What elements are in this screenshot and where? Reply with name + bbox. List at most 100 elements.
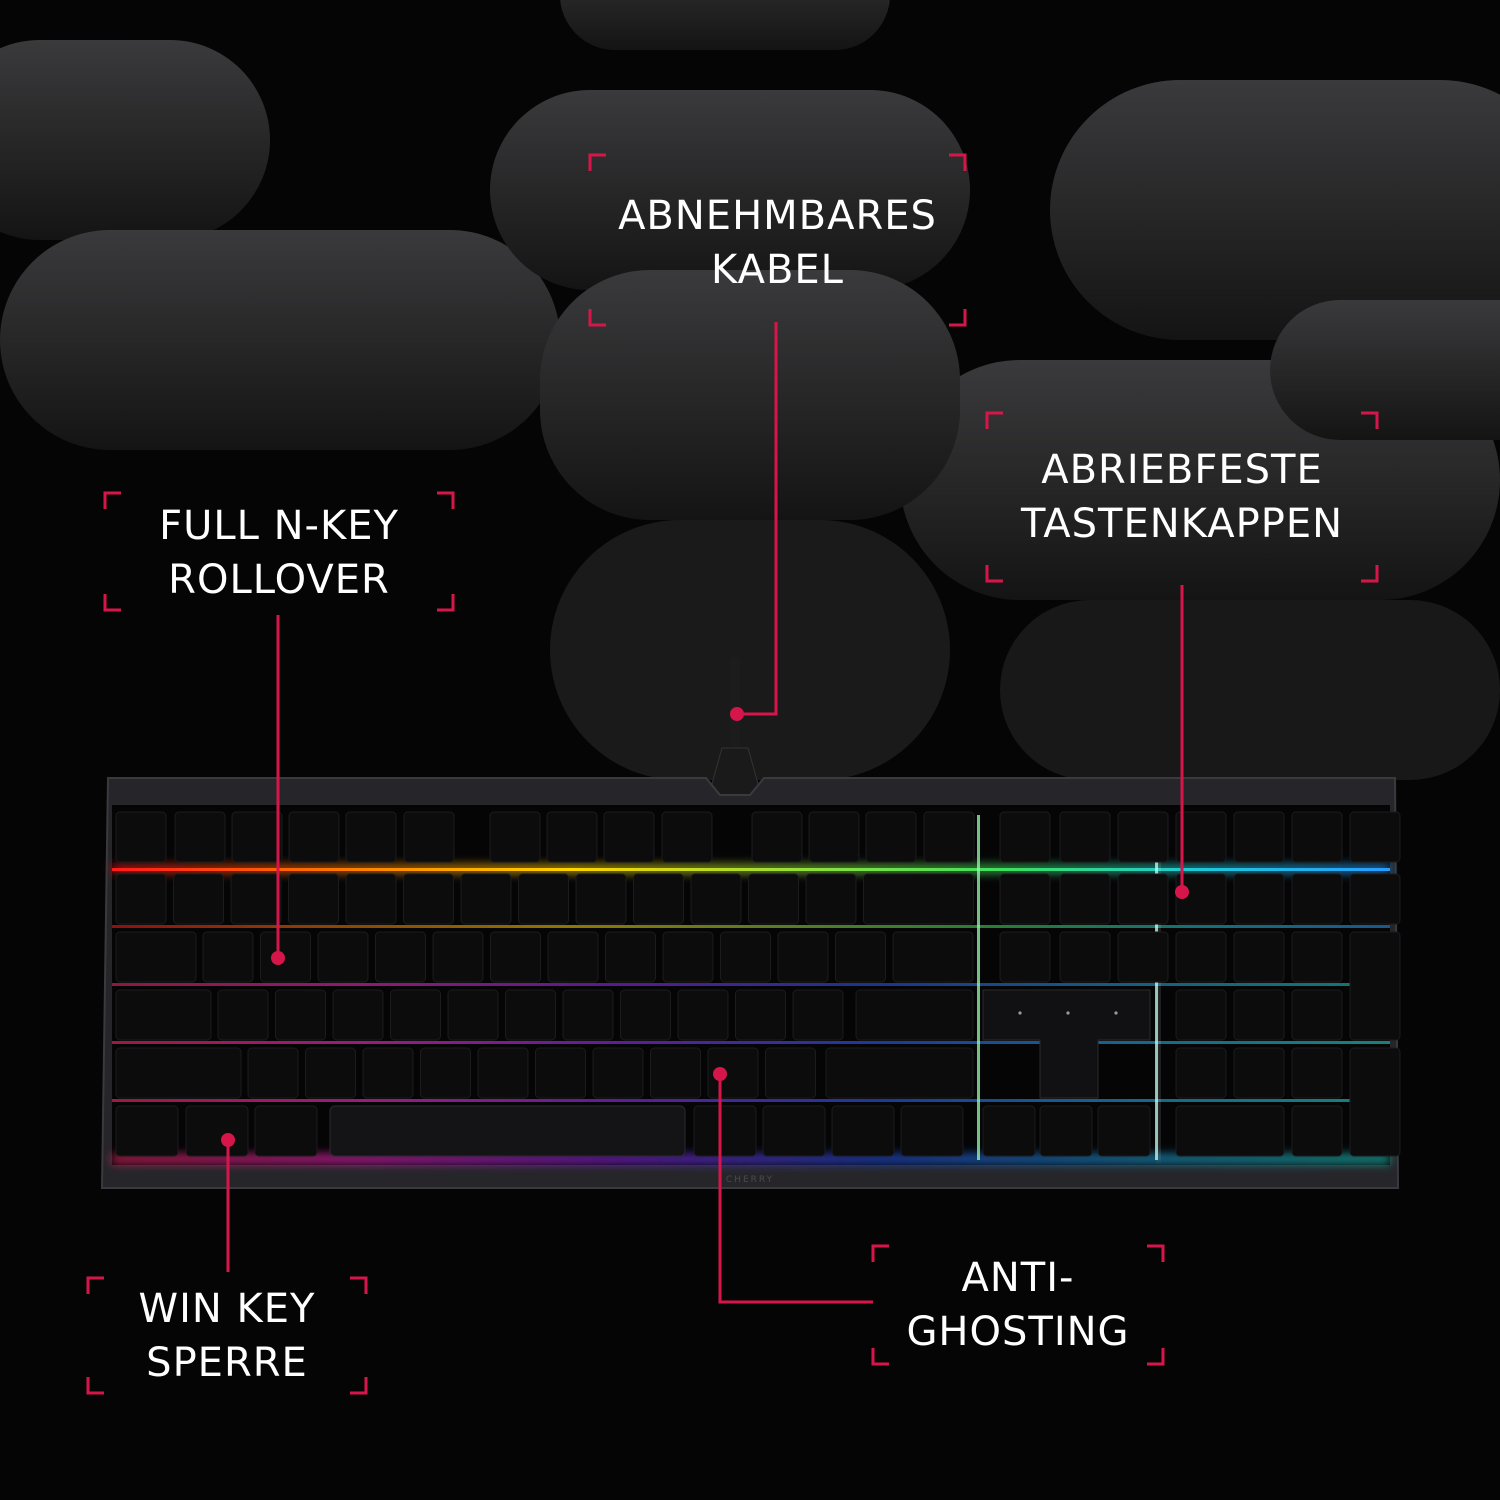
indicator-led (1018, 1011, 1022, 1015)
keycap (892, 931, 974, 983)
keycap (317, 931, 369, 983)
keycap (1291, 811, 1343, 863)
keycap (1233, 931, 1285, 983)
callout-ghosting: ANTI- GHOSTING (873, 1246, 1163, 1364)
keycap (260, 931, 311, 983)
keycap (305, 1047, 356, 1099)
keycap (115, 1105, 179, 1157)
keycap (1233, 1047, 1285, 1099)
callout-winkey-line1: WIN KEY (138, 1285, 316, 1332)
keycap (1291, 1047, 1343, 1099)
indicator-led (1114, 1011, 1118, 1015)
keycap (345, 873, 397, 925)
keycap (855, 989, 974, 1041)
bg-shape (550, 520, 950, 780)
keycap (661, 811, 713, 863)
keycap (505, 989, 556, 1041)
bracket-rollover (103, 491, 455, 612)
keycap (1039, 1105, 1093, 1157)
keycap (603, 811, 655, 863)
keycap (173, 873, 224, 925)
keycap (231, 811, 283, 863)
bg-shape (1050, 80, 1500, 340)
keycap (1175, 989, 1227, 1041)
keycap (1117, 873, 1169, 925)
keycap (982, 1105, 1036, 1157)
keycap (489, 811, 541, 863)
bg-shape (540, 270, 960, 520)
dot-rollover (271, 951, 285, 965)
keycap (792, 989, 844, 1041)
keycap (1097, 1105, 1151, 1157)
keycap (362, 1047, 414, 1099)
bracket-ghosting (871, 1244, 1165, 1366)
keycap (546, 811, 598, 863)
dot-winkey (221, 1133, 235, 1147)
dot-cable (730, 707, 744, 721)
callout-rollover-line2: ROLLOVER (168, 556, 390, 603)
keycap (403, 811, 455, 863)
bg-shape (560, 0, 890, 50)
callout-cable-line2: KABEL (711, 246, 844, 293)
dot-ghosting (713, 1067, 727, 1081)
keycap (1175, 811, 1227, 863)
callout-winkey: WIN KEY SPERRE (88, 1278, 366, 1393)
keycap (390, 989, 441, 1041)
keycap (999, 811, 1051, 863)
callout-keycaps: ABRIEBFESTE TASTENKAPPEN (987, 413, 1377, 581)
keycap (762, 1105, 826, 1157)
callout-connectors (226, 322, 1184, 1304)
keycap (420, 1047, 471, 1099)
keycap (115, 1047, 242, 1099)
keycap (547, 931, 599, 983)
connector-ghosting (718, 1074, 873, 1304)
keycap (999, 931, 1051, 983)
keycap (1349, 811, 1401, 863)
callout-cable-line1: ABNEHMBARES (618, 192, 937, 239)
keycap (535, 1047, 586, 1099)
keycap (1059, 873, 1111, 925)
keycap (202, 931, 254, 983)
usb-cable-icon (707, 657, 763, 799)
keycap (1175, 1105, 1285, 1157)
keycap (1291, 931, 1343, 983)
rgb-glow-row (112, 1155, 1390, 1163)
keycap (288, 811, 340, 863)
keycap (332, 989, 384, 1041)
background-keycap-shapes (0, 0, 1500, 780)
keycap (185, 1105, 249, 1157)
keycap (217, 989, 269, 1041)
dot-keycaps (1175, 885, 1189, 899)
callout-cable: ABNEHMBARES KABEL (590, 160, 965, 325)
keycap (375, 931, 426, 983)
keycap (174, 811, 226, 863)
keycap (735, 989, 786, 1041)
callout-ghosting-line2: GHOSTING (906, 1309, 1130, 1355)
keycap (115, 873, 167, 925)
bg-shape (490, 90, 970, 290)
keycap (865, 811, 917, 863)
keycap (1349, 873, 1401, 925)
callout-rollover-line1: FULL N-KEY (159, 502, 399, 549)
bracket-keycaps (985, 411, 1379, 583)
callout-ghosting-line1: ANTI- (961, 1255, 1075, 1301)
keycap (777, 931, 829, 983)
keycap (1175, 931, 1227, 983)
keycap (1349, 931, 1401, 1041)
keycap (254, 1105, 318, 1157)
callout-winkey-line2: SPERRE (146, 1339, 308, 1386)
keycap (432, 931, 484, 983)
keycap (900, 1105, 964, 1157)
keycap (620, 989, 671, 1041)
keycap (805, 873, 857, 925)
bracket-cable (588, 153, 967, 327)
bg-shape (1000, 600, 1500, 780)
keycap (835, 931, 886, 983)
keycap (562, 989, 614, 1041)
keycap (1059, 811, 1111, 863)
spacebar (329, 1105, 686, 1157)
rgb-line-row (112, 1099, 1390, 1102)
bracket-winkey (86, 1276, 368, 1395)
rgb-vertical-lines (977, 815, 1160, 1160)
